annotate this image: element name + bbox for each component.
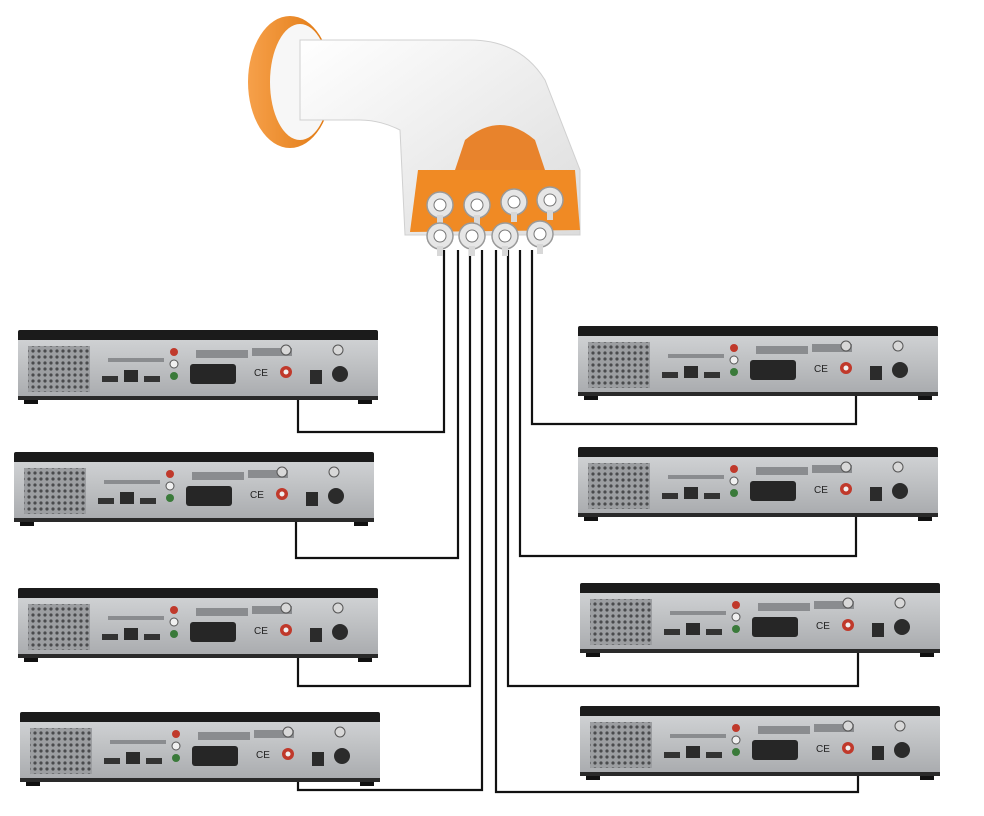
coax-cable-right-1 (530, 250, 858, 426)
coax-cable-left-3 (296, 250, 472, 688)
coax-cable-left-1 (296, 250, 446, 434)
satellite-receiver-right-2 (578, 447, 938, 521)
lnb-output-port-3 (500, 188, 528, 222)
octo-lnb-icon (248, 16, 581, 256)
satellite-receiver-left-2 (14, 452, 374, 526)
satellite-receiver-left-1 (18, 330, 378, 404)
satellite-receiver-right-1 (578, 326, 938, 400)
lnb-output-port-6 (458, 222, 486, 256)
lnb-port-group (426, 186, 564, 256)
lnb-output-port-1 (426, 191, 454, 225)
satellite-receiver-right-4 (580, 706, 940, 780)
coax-cable-right-2 (518, 250, 858, 558)
satellite-receiver-left-3 (18, 588, 378, 662)
lnb-output-port-5 (426, 222, 454, 256)
lnb-output-port-7 (491, 222, 519, 256)
lnb-output-port-4 (536, 186, 564, 220)
coax-cable-left-2 (294, 250, 460, 560)
coax-cable-right-3 (506, 250, 860, 688)
satellite-receiver-left-4 (20, 712, 380, 786)
lnb-output-port-8 (526, 220, 554, 254)
satellite-receiver-right-3 (580, 583, 940, 657)
lnb-output-port-2 (463, 191, 491, 225)
coax-cables (294, 250, 860, 794)
